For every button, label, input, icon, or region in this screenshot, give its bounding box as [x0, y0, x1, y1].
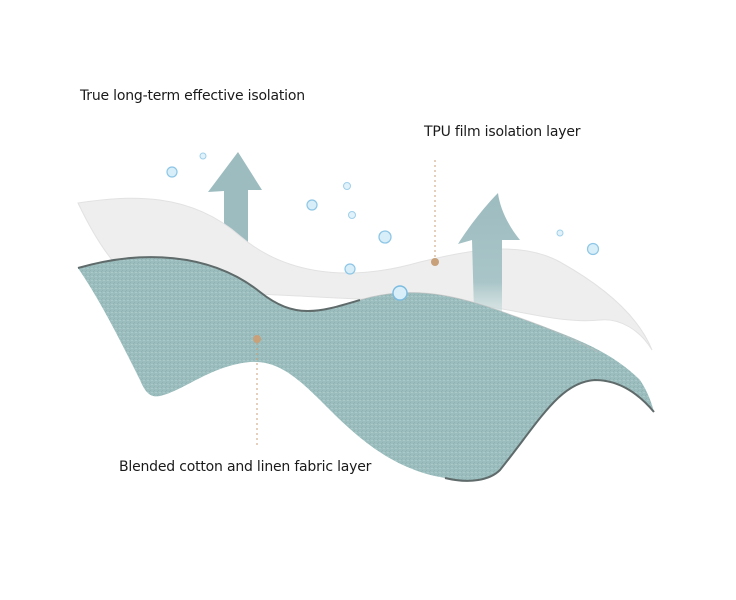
upward-arrow-icon-right [458, 193, 520, 312]
fabric-leader-line [253, 335, 261, 445]
headline-label: True long-term effective isolation [80, 88, 305, 104]
tpu-leader-line [431, 160, 439, 266]
fabric-layer-label: Blended cotton and linen fabric layer [119, 459, 372, 475]
tpu-layer-label: TPU film isolation layer [424, 124, 581, 140]
water-droplets [166, 152, 600, 301]
fabric-layer [77, 256, 655, 482]
upward-arrow-icon-left [208, 152, 262, 246]
